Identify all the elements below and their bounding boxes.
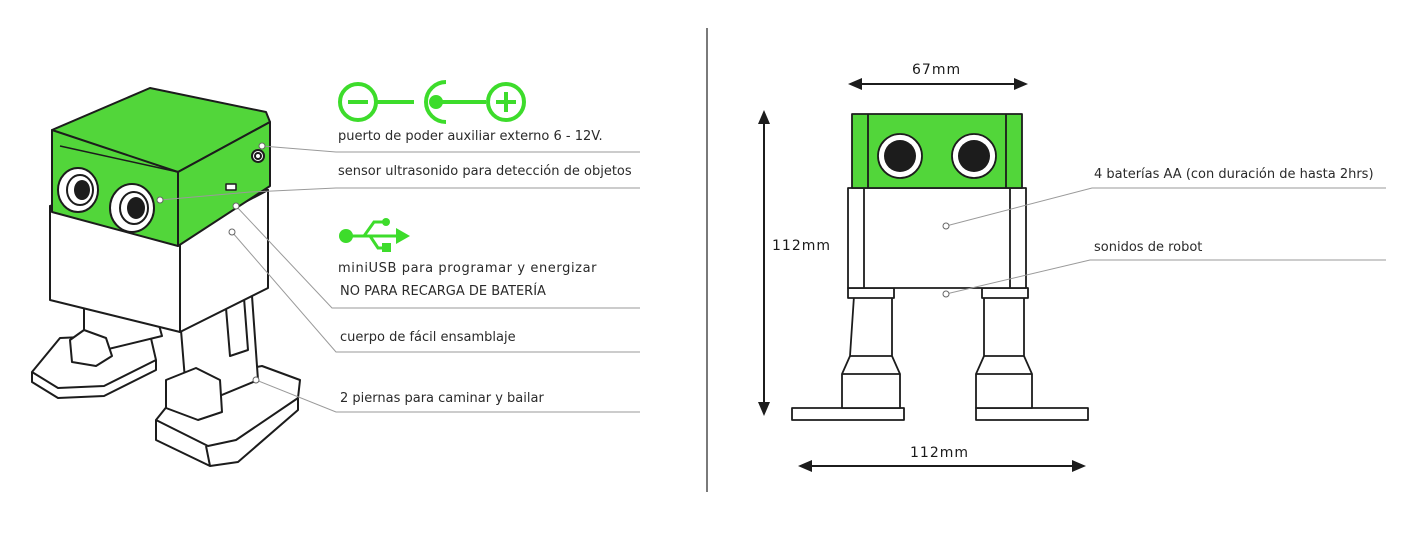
left-leader-dots: [156, 142, 266, 384]
body-label: cuerpo de fácil ensamblaje: [340, 330, 516, 345]
right-front-foot: [975, 407, 1089, 421]
isometric-robot: [31, 87, 301, 467]
sounds-label: sonidos de robot: [1094, 240, 1203, 255]
left-front-foot: [791, 407, 905, 421]
legs-label: 2 piernas para caminar y bailar: [340, 391, 544, 406]
aux-power-label: puerto de poder auxiliar externo 6 - 12V…: [338, 129, 603, 144]
width-bottom-dimension: 112mm: [910, 445, 969, 461]
miniusb-label: miniUSB para programar y energizar: [338, 261, 598, 276]
front-body: [847, 187, 1027, 289]
usb-icon: [339, 218, 410, 252]
dimension-arrows: [758, 78, 1086, 472]
left-leader-lines: [159, 145, 640, 413]
front-robot: [791, 113, 1089, 421]
right-leader-lines: [945, 187, 1386, 295]
right-leader-dots: [942, 222, 950, 298]
ultrasonic-label: sensor ultrasonido para detección de obj…: [338, 164, 632, 179]
batteries-label: 4 baterías AA (con duración de hasta 2hr…: [1094, 167, 1374, 182]
no-charge-label: NO PARA RECARGA DE BATERÍA: [340, 284, 546, 299]
power-polarity-icon: [338, 80, 526, 124]
front-head: [851, 113, 1023, 189]
width-top-dimension: 67mm: [912, 62, 962, 78]
height-dimension: 112mm: [772, 238, 831, 254]
